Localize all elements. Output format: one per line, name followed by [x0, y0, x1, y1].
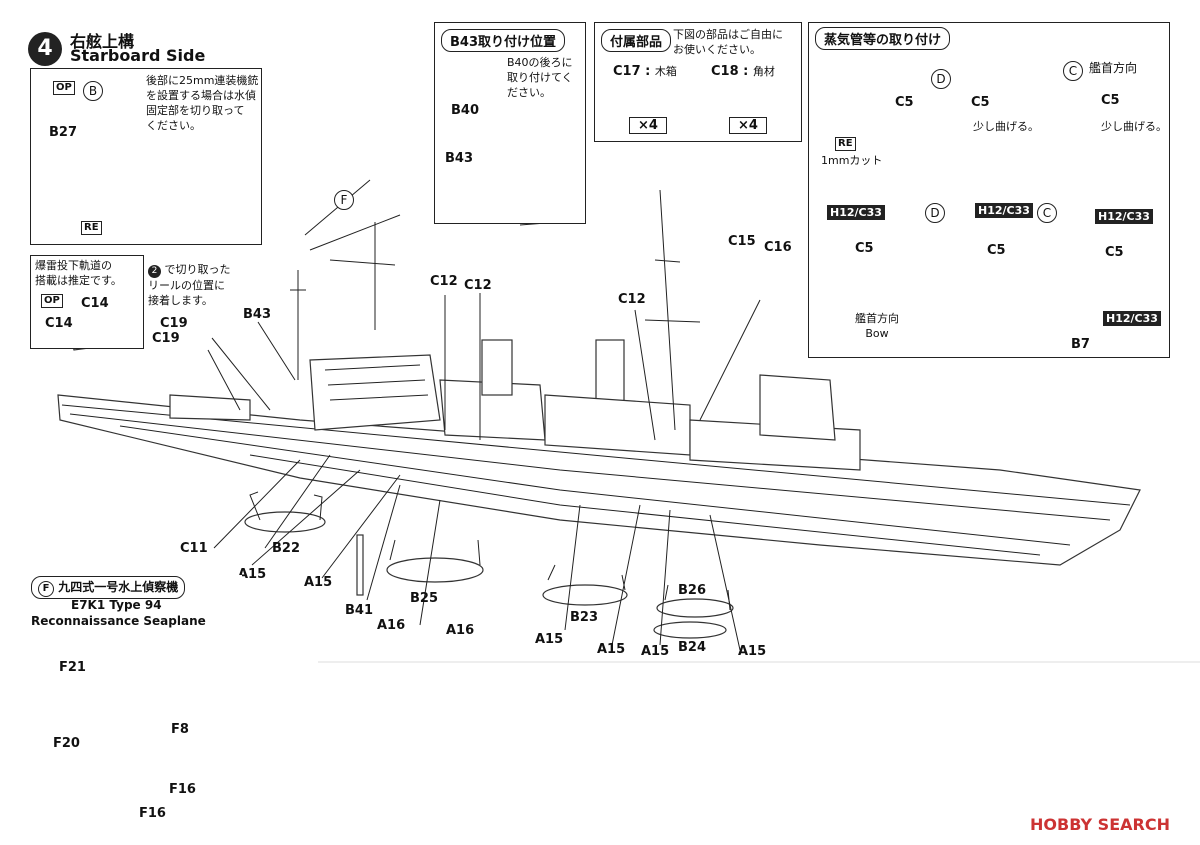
- label-b22: B22: [272, 541, 300, 556]
- op-tag: OP: [53, 81, 75, 95]
- part-b40: B40: [451, 103, 479, 118]
- step-title-jp: 右舷上構: [70, 32, 135, 51]
- step-number-badge: 4: [28, 32, 62, 66]
- seaplane-title-en-1: E7K1 Type 94: [71, 598, 162, 612]
- label-c12-c: C12: [618, 292, 646, 307]
- step2-circle: 2: [148, 265, 161, 278]
- h12-c: H12/C33: [1095, 209, 1153, 224]
- label-b23: B23: [570, 610, 598, 625]
- bow-dir-top: 艦首方向: [1089, 61, 1138, 75]
- c5-a: C5: [895, 95, 914, 110]
- part-f16-b: F16: [139, 806, 166, 821]
- label-c16: C16: [764, 240, 792, 255]
- label-c12-b: C12: [464, 278, 492, 293]
- b43-title: B43取り付け位置: [441, 29, 565, 52]
- circle-f-seaplane: F: [38, 581, 54, 597]
- seaplane-box: F 九四式一号水上偵察機 E7K1 Type 94 Reconnaissance…: [30, 575, 242, 829]
- part-f21: F21: [59, 660, 86, 675]
- circle-c-bottom: C: [1037, 203, 1057, 223]
- label-a15-f: A15: [738, 644, 767, 659]
- accessory-note: 下図の部品はご自由にお使いください。: [673, 28, 783, 56]
- part-b43: B43: [445, 151, 473, 166]
- step-title-en: Starboard Side: [70, 46, 206, 65]
- re-tag: RE: [81, 221, 102, 235]
- seaplane-title-en-2: Reconnaissance Seaplane: [31, 614, 206, 628]
- c5-e: C5: [987, 243, 1006, 258]
- label-c11: C11: [180, 541, 208, 556]
- accessory-box: 付属部品 下図の部品はご自由にお使いください。 C17 : 木箱 C18 : 角…: [594, 22, 802, 142]
- circle-d-bottom: D: [925, 203, 945, 223]
- accessory-title: 付属部品: [601, 29, 672, 52]
- h12-a: H12/C33: [827, 205, 885, 220]
- c5-d: C5: [855, 241, 874, 256]
- part-f16-a: F16: [169, 782, 196, 797]
- detail-rail-box: 爆雷投下軌道の搭載は推定です。 OP C14 C14: [30, 255, 144, 349]
- part-f8: F8: [171, 722, 189, 737]
- part-b7: B7: [1071, 337, 1090, 352]
- boats: [244, 491, 734, 639]
- steam-title: 蒸気管等の取り付け: [815, 27, 951, 50]
- label-a16-a: A16: [377, 618, 406, 633]
- label-b26: B26: [678, 583, 706, 598]
- op-tag-rail: OP: [41, 294, 63, 308]
- label-a15-d: A15: [597, 642, 626, 657]
- circle-c-top: C: [1063, 61, 1083, 81]
- label-a15-e: A15: [641, 644, 670, 659]
- qty-c18: ×4: [729, 117, 767, 134]
- b43-note: B40の後ろに取り付けてください。: [507, 56, 573, 99]
- c5-f: C5: [1105, 245, 1124, 260]
- re-tag-steam: RE: [835, 137, 856, 151]
- qty-c17: ×4: [629, 117, 667, 134]
- leader-lines: [77, 69, 761, 651]
- label-b41: B41: [345, 603, 373, 618]
- label-a15-a: A15: [238, 567, 267, 582]
- rail-note: 爆雷投下軌道の搭載は推定です。: [35, 259, 122, 287]
- circle-f-main: F: [334, 190, 354, 210]
- steam-box: 蒸気管等の取り付け D C 艦首方向 C5 C5 C5 少し曲げる。 少し曲げる…: [808, 22, 1170, 358]
- part-c14-a: C14: [81, 296, 109, 311]
- h12-b: H12/C33: [975, 203, 1033, 218]
- label-b43: B43: [243, 307, 271, 322]
- detail-b-box: OP B 後部に25mm連装機銃を設置する場合は水偵 固定部を切り取ってください…: [30, 68, 262, 245]
- seaplane-header: F 九四式一号水上偵察機: [31, 576, 186, 599]
- part-c17: C17 : 木箱: [613, 64, 677, 79]
- bend-note-a: 少し曲げる。: [973, 120, 1039, 133]
- part-f20: F20: [53, 736, 80, 751]
- c5-c: C5: [1101, 93, 1120, 108]
- label-c19-b: C19: [152, 331, 180, 346]
- b43-box: B43取り付け位置 B40の後ろに取り付けてください。 B40 B43: [434, 22, 586, 224]
- part-c14-b: C14: [45, 316, 73, 331]
- label-c19-a: C19: [160, 316, 188, 331]
- part-c18: C18 : 角材: [711, 64, 775, 79]
- h12-d: H12/C33: [1103, 311, 1161, 326]
- detail-b-note: 後部に25mm連装機銃を設置する場合は水偵 固定部を切り取ってください。: [146, 74, 259, 132]
- part-b27: B27: [49, 125, 77, 140]
- label-c12-a: C12: [430, 274, 458, 289]
- label-b25: B25: [410, 591, 438, 606]
- label-b24: B24: [678, 640, 706, 655]
- cut-note: 1mmカット: [821, 154, 883, 167]
- circle-d-top: D: [931, 69, 951, 89]
- c5-b: C5: [971, 95, 990, 110]
- circle-b: B: [83, 81, 103, 101]
- label-c15: C15: [728, 234, 756, 249]
- bend-note-b: 少し曲げる。: [1101, 120, 1167, 133]
- step2-note: 2 で切り取った リールの位置に 接着します。: [148, 263, 231, 307]
- label-a16-b: A16: [446, 623, 475, 638]
- label-a15-b: A15: [304, 575, 333, 590]
- label-a15-c: A15: [535, 632, 564, 647]
- ship-superstructure: [169, 179, 861, 471]
- watermark-logo: HOBBY SEARCH: [1030, 815, 1170, 834]
